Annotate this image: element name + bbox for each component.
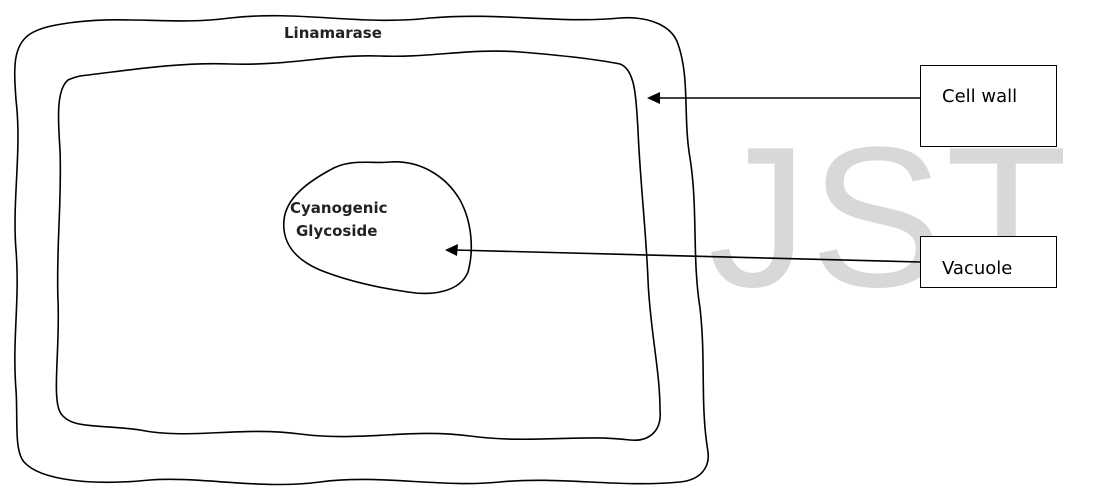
inner-cell-boundary — [56, 51, 660, 440]
cell-wall-arrow-head — [647, 92, 660, 104]
outer-cell-boundary — [15, 16, 709, 485]
linamarase-label: Linamarase — [284, 24, 382, 42]
vacuole-callout: Vacuole — [920, 236, 1057, 288]
cyanogenic-glycoside-label: Cyanogenic Glycoside — [290, 197, 440, 243]
vacuole-arrow-line — [455, 250, 920, 262]
cyanogenic-label-line1: Cyanogenic — [290, 197, 440, 220]
cyanogenic-label-line2: Glycoside — [290, 220, 440, 243]
vacuole-arrow-head — [445, 244, 458, 256]
cell-wall-callout: Cell wall — [920, 65, 1057, 147]
cell-wall-callout-text: Cell wall — [942, 86, 1017, 107]
vacuole-callout-text: Vacuole — [942, 258, 1012, 279]
